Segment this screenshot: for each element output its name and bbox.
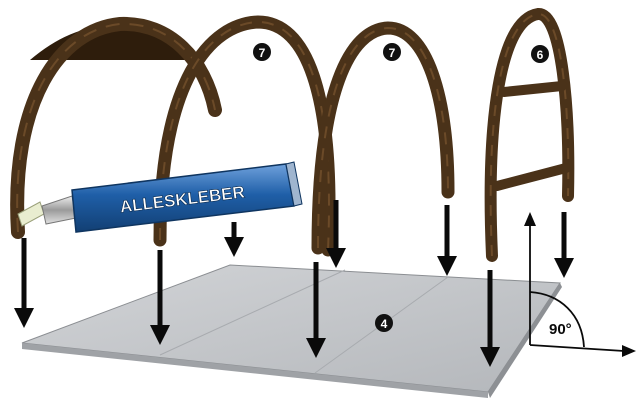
callout-arch-4: 6 [531, 45, 549, 63]
horizontal-axis [530, 345, 624, 351]
callout-number: 4 [381, 317, 388, 331]
angle-label: 90° [549, 321, 572, 338]
callout-number: 6 [537, 48, 544, 62]
base-plate [22, 265, 562, 398]
tube-nozzle [42, 196, 76, 224]
callout-base-plate: 4 [375, 314, 393, 332]
callout-arch-3: 7 [383, 43, 401, 61]
callout-number: 7 [259, 46, 266, 60]
callout-arch-2: 7 [253, 43, 271, 61]
callout-number: 7 [389, 46, 396, 60]
